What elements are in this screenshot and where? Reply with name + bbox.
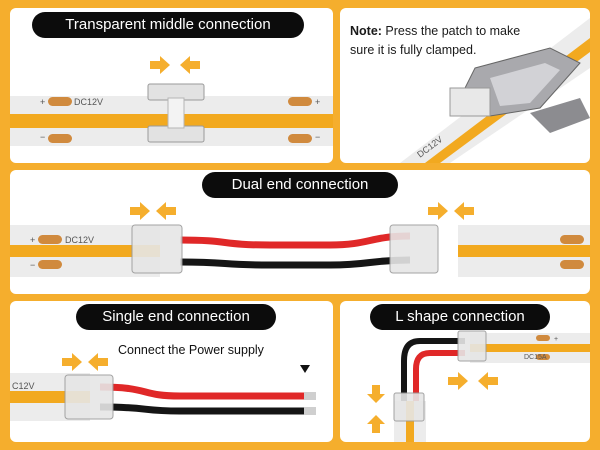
single-end-illustration: C12V — [10, 353, 316, 421]
l-shape-illustration: + DC15A — [367, 330, 590, 442]
arrow-left-icon — [156, 202, 176, 220]
note-text: Note: Press the patch to make sure it is… — [350, 22, 530, 60]
arrow-right-icon — [130, 202, 150, 220]
panel-l-shape: + DC15A L shape connection — [340, 301, 590, 442]
arrow-right-icon — [150, 56, 170, 74]
strip-label: DC12V — [65, 235, 94, 245]
arrow-up-icon — [367, 415, 385, 433]
arrow-left-icon — [478, 372, 498, 390]
svg-text:+: + — [30, 235, 35, 245]
arrow-right-icon — [428, 202, 448, 220]
dual-end-illustration: + DC12V − — [10, 202, 590, 277]
note-label: Note: — [350, 24, 382, 38]
note-body: Press the patch to make sure it is fully… — [350, 24, 521, 57]
panel-single-end: C12V Single end connection Connect the P… — [10, 301, 333, 442]
svg-text:−: − — [40, 132, 45, 142]
arrow-right-icon — [448, 372, 468, 390]
arrow-left-icon — [88, 353, 108, 371]
svg-text:+: + — [554, 336, 558, 343]
svg-text:−: − — [315, 132, 320, 142]
arrow-left-icon — [454, 202, 474, 220]
panel-middle-connection: + DC12V − + − Transparent middle connect… — [10, 8, 333, 163]
panel-note: DC12V Note: Press the patch to make sure… — [340, 8, 590, 163]
panel-title-dual: Dual end connection — [202, 172, 398, 198]
clamp-illustration: DC12V — [400, 18, 590, 163]
svg-text:+: + — [315, 97, 320, 107]
panel-title-lshape: L shape connection — [370, 304, 550, 330]
panel-title-single: Single end connection — [76, 304, 276, 330]
panel-dual-end: + DC12V − Dual end connection — [10, 170, 590, 294]
strip-label: C12V — [12, 381, 35, 391]
arrow-left-icon — [180, 56, 200, 74]
svg-text:+: + — [40, 97, 45, 107]
strip-label: DC15A — [524, 354, 547, 361]
arrow-right-icon — [62, 353, 82, 371]
down-triangle-icon — [300, 365, 310, 373]
strip-label: DC12V — [74, 97, 103, 107]
power-supply-caption: Connect the Power supply — [118, 343, 264, 357]
middle-connection-illustration: + DC12V − + − — [10, 56, 333, 146]
panel-title-middle: Transparent middle connection — [32, 12, 304, 38]
arrow-down-icon — [367, 385, 385, 403]
svg-text:−: − — [30, 260, 35, 270]
